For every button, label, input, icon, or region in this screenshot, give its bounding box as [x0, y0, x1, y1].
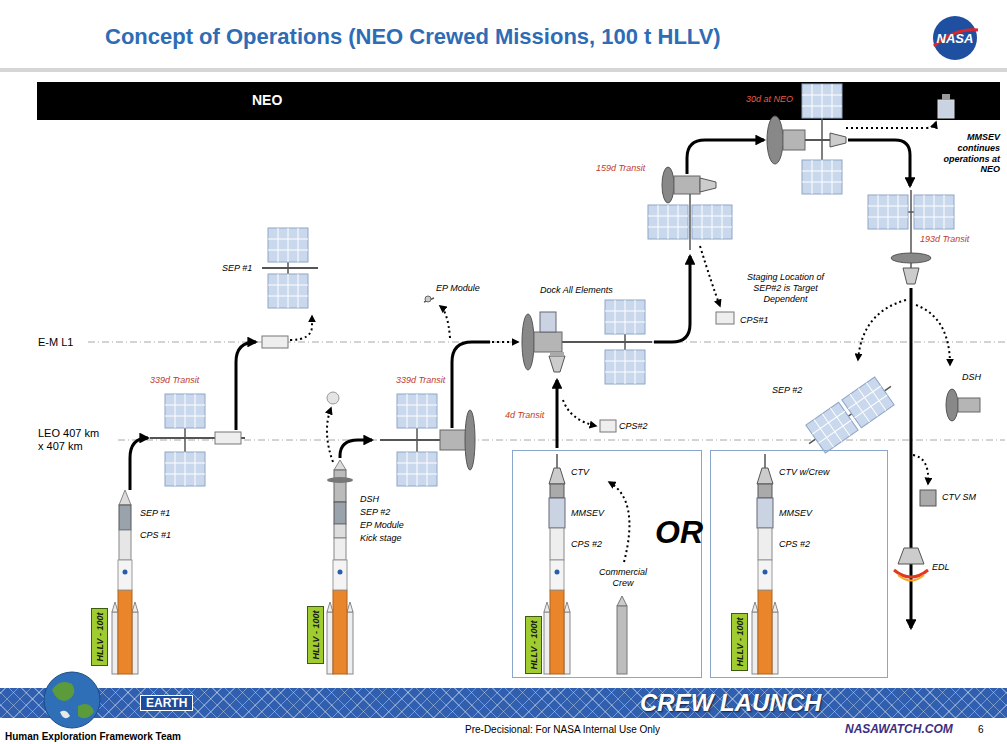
- element-label: SEP #2: [772, 385, 802, 396]
- transit-time: 4d Transit: [505, 410, 544, 421]
- element-label: SEP #2: [360, 507, 390, 518]
- footer-note: Pre-Decisional: For NASA Internal Use On…: [465, 724, 660, 736]
- vehicle-name: HLLV - 100t: [310, 610, 321, 659]
- event-label: Dock All Elements: [540, 285, 613, 296]
- launch-option-box: CTV w/CrewMMSEV CPS #2 HLLV - 100t: [710, 450, 888, 678]
- element-label: CPS#1: [740, 315, 769, 326]
- note-text: MMSEV continues operations at NEO: [930, 132, 1000, 175]
- vehicle-name: HLLV - 100t: [94, 612, 105, 661]
- element-label: EP Module: [436, 283, 480, 294]
- element-label: SEP #1: [140, 508, 170, 519]
- note-text: Staging Location of SEP#2 is Target Depe…: [738, 272, 833, 304]
- element-label: DSH: [962, 372, 981, 383]
- element-label: EDL: [932, 562, 950, 573]
- vehicle-tag: HLLV - 100t: [307, 606, 324, 664]
- footer-band: EARTH CREW LAUNCH: [0, 688, 1007, 718]
- element-label: MMSEV: [779, 508, 812, 519]
- region-band: NEO: [37, 82, 1000, 120]
- transit-time: 159d Transit: [596, 163, 645, 174]
- vehicle-tag: HLLV - 100t: [731, 613, 748, 671]
- element-label: CPS #1: [140, 530, 171, 541]
- orbit-label: LEO 407 km x 407 km: [38, 427, 104, 453]
- region-name: NEO: [252, 92, 282, 109]
- vehicle-tag: HLLV - 100t: [525, 616, 542, 674]
- stay-time: 30d at NEO: [746, 94, 793, 105]
- team-name: Human Exploration Framework Team: [5, 731, 181, 743]
- vehicle-name: HLLV - 100t: [734, 617, 745, 666]
- element-label: CTV w/Crew: [779, 467, 830, 478]
- element-label: CPS #2: [779, 539, 810, 550]
- transit-time: 339d Transit: [150, 375, 199, 386]
- element-label: Commercial Crew: [598, 567, 648, 589]
- element-label: Kick stage: [360, 533, 402, 544]
- choice-word: OR: [655, 516, 703, 548]
- element-label: CTV SM: [942, 492, 976, 503]
- element-label: DSH: [360, 494, 379, 505]
- element-label: EP Module: [360, 520, 404, 531]
- element-label: CPS #2: [571, 539, 602, 550]
- transit-time: 339d Transit: [396, 375, 445, 386]
- element-label: SEP #1: [222, 263, 252, 274]
- transit-time: 193d Transit: [920, 234, 969, 245]
- launch-option-box: CTV MMSEV CPS #2 Commercial CrewHLLV - 100t: [512, 450, 702, 678]
- band-title: CREW LAUNCH: [640, 689, 821, 718]
- region-name: EARTH: [140, 695, 193, 711]
- slide-title: Concept of Operations (NEO Crewed Missio…: [105, 24, 721, 50]
- element-label: CTV: [571, 467, 589, 478]
- element-label: MMSEV: [571, 508, 604, 519]
- page-number: 6: [978, 724, 984, 736]
- watermark: NASAWATCH.COM: [845, 722, 953, 736]
- logo-text: NASA: [935, 31, 975, 47]
- vehicle-name: HLLV - 100t: [528, 620, 539, 669]
- element-label: CPS#2: [619, 421, 648, 432]
- orbit-label: E-M L1: [38, 336, 73, 349]
- vehicle-tag: HLLV - 100t: [91, 608, 108, 666]
